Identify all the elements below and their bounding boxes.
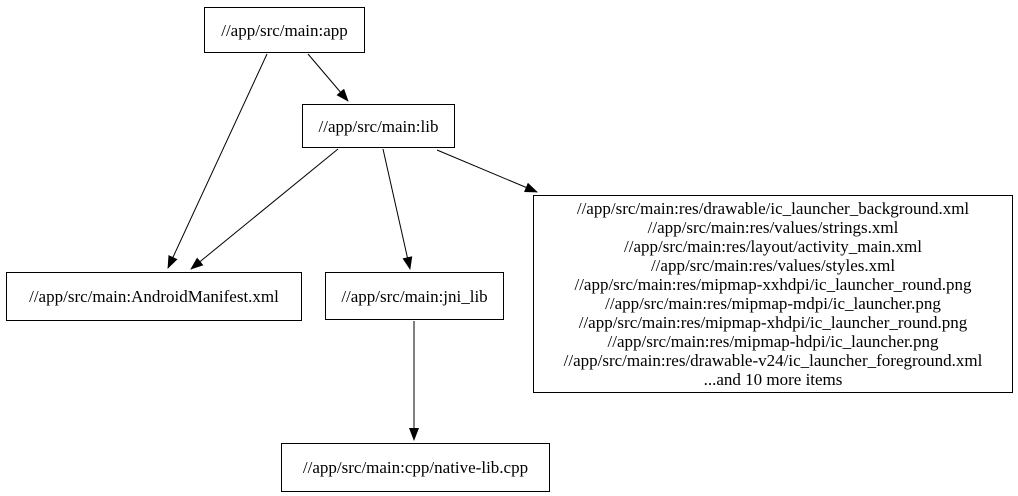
- res-file-line: //app/src/main:res/drawable-v24/ic_launc…: [563, 351, 983, 370]
- res-file-line: //app/src/main:res/mipmap-mdpi/ic_launch…: [605, 294, 941, 313]
- node-lib-label: //app/src/main:lib: [318, 116, 439, 136]
- edge-lib-to-manifest: [190, 148, 339, 270]
- graph-node-lib: //app/src/main:lib: [302, 104, 455, 148]
- edge-lib-to-jni-lib: [382, 148, 413, 270]
- edge-app-to-lib: [307, 53, 349, 102]
- res-file-line: //app/src/main:res/values/styles.xml: [650, 256, 896, 275]
- edge-lib-to-res-files: [436, 149, 538, 193]
- node-jni-lib-label: //app/src/main:jni_lib: [341, 286, 488, 306]
- res-file-line: //app/src/main:res/drawable/ic_launcher_…: [576, 199, 970, 218]
- res-file-line-more-items: ...and 10 more items: [703, 370, 843, 389]
- edge-app-to-manifest: [167, 53, 268, 269]
- res-file-line: //app/src/main:res/layout/activity_main.…: [624, 237, 922, 256]
- res-file-line: //app/src/main:res/values/strings.xml: [647, 218, 899, 237]
- graph-node-jni-lib: //app/src/main:jni_lib: [325, 272, 504, 320]
- node-manifest-label: //app/src/main:AndroidManifest.xml: [29, 287, 279, 306]
- graph-node-native-lib-cpp: //app/src/main:cpp/native-lib.cpp: [281, 443, 550, 492]
- res-file-line: //app/src/main:res/mipmap-xxhdpi/ic_laun…: [574, 275, 972, 294]
- graph-node-app: //app/src/main:app: [204, 7, 365, 53]
- graph-node-res-files: //app/src/main:res/drawable/ic_launcher_…: [533, 195, 1013, 393]
- res-file-line: //app/src/main:res/mipmap-hdpi/ic_launch…: [607, 332, 939, 351]
- node-native-lib-label: //app/src/main:cpp/native-lib.cpp: [302, 458, 529, 477]
- node-app-label: //app/src/main:app: [221, 20, 348, 40]
- res-file-line: //app/src/main:res/mipmap-xhdpi/ic_launc…: [578, 313, 968, 332]
- graph-node-android-manifest: //app/src/main:AndroidManifest.xml: [6, 272, 302, 321]
